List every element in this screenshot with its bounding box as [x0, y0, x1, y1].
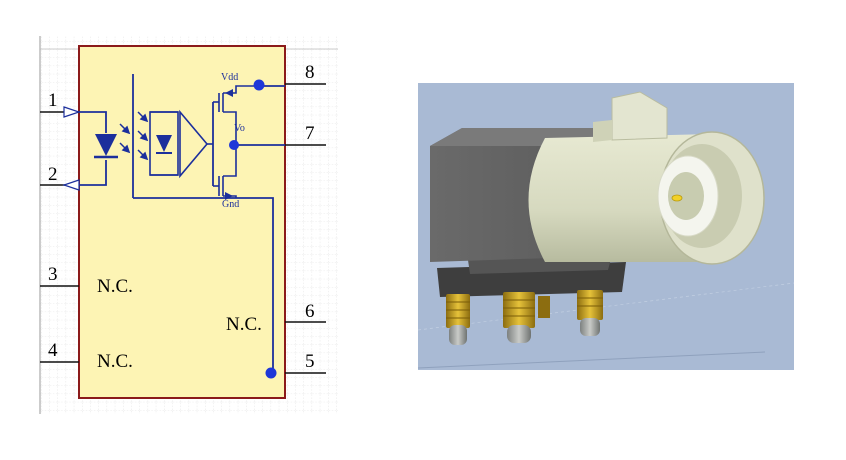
gnd-return-wire: [133, 197, 274, 373]
pin-number-6: 6: [305, 301, 315, 322]
net-label-gnd: Gnd: [222, 199, 239, 210]
pin-1-input-arrow: [63, 106, 81, 118]
pin-lead: [580, 318, 600, 336]
pin-number-2: 2: [48, 164, 58, 185]
vo-junction: [229, 140, 239, 150]
floor-line: [417, 351, 766, 369]
pin-gold: [446, 294, 470, 328]
pin-number-7: 7: [305, 123, 315, 144]
pin-number-8: 8: [305, 62, 315, 83]
photodiode-symbol: [156, 135, 172, 152]
component-body: [78, 45, 286, 399]
connector-pins: [446, 290, 603, 345]
pmos-arrow-icon: [225, 89, 233, 97]
center-pin: [671, 194, 683, 202]
optocoupler-schematic: 1 2 3 4 5 6 7 8: [38, 36, 338, 414]
pin-gold: [538, 296, 550, 318]
nmos-arrow-icon: [225, 192, 233, 200]
led-anode-wire: [79, 111, 107, 133]
pin-gold: [577, 290, 603, 320]
led-cathode-wire: [79, 160, 107, 186]
nc-label-pin-6: N.C.: [226, 314, 262, 335]
nc-label-pin-4: N.C.: [97, 351, 133, 372]
connector-3d-render: [417, 83, 795, 370]
photodiode-frame: [149, 111, 179, 176]
gnd-junction: [265, 367, 277, 379]
led-diode-symbol: [95, 134, 117, 156]
net-label-vo: Vo: [234, 123, 245, 134]
light-emission-arrows: [119, 111, 149, 161]
amplifier-symbol: [179, 109, 209, 179]
pin-lead: [507, 325, 531, 343]
pin-number-4: 4: [48, 340, 58, 361]
pin-gold: [503, 292, 535, 328]
pin-number-3: 3: [48, 264, 58, 285]
net-label-vdd: Vdd: [221, 72, 238, 83]
pin-lead: [449, 325, 467, 345]
pin-number-5: 5: [305, 351, 315, 372]
connector-latch-tab-base: [593, 120, 612, 142]
center-recess: [668, 172, 704, 220]
pin-number-1: 1: [48, 90, 58, 111]
vdd-junction: [253, 79, 265, 91]
nc-label-pin-3: N.C.: [97, 276, 133, 297]
